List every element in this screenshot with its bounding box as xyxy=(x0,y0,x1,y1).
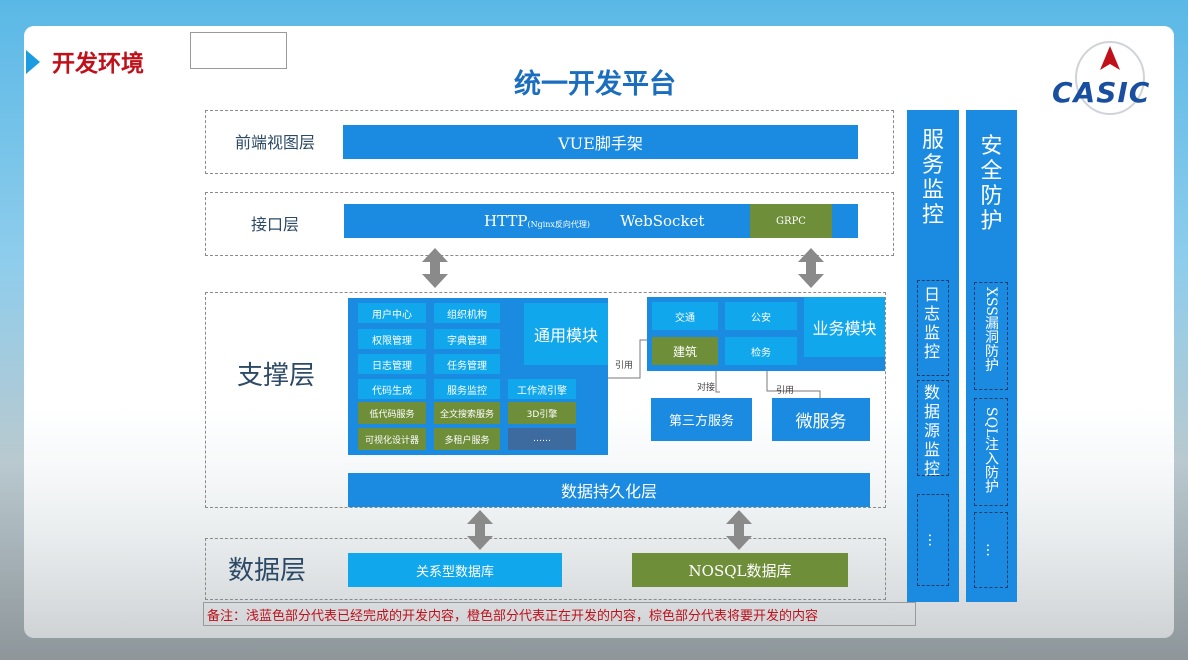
business-module-title: 业务模块 xyxy=(804,297,885,357)
relational-db-box: 关系型数据库 xyxy=(348,553,562,587)
service-monitor-item: … xyxy=(917,494,949,586)
main-title: 统一开发平台 xyxy=(514,69,676,100)
module-item-green: 3D引擎 xyxy=(508,402,576,424)
module-item: 日志管理 xyxy=(358,354,426,374)
http-label: HTTP xyxy=(484,212,528,230)
service-monitor-item-text: 数据源监控 xyxy=(924,383,941,478)
security-item-text: XSS漏洞防护 xyxy=(983,287,999,372)
module-item: 工作流引擎 xyxy=(508,379,576,399)
business-item: 检务 xyxy=(725,337,797,365)
security-item-text: SQL注入防护 xyxy=(983,407,999,494)
interface-layer-box xyxy=(205,192,894,256)
data-layer-box xyxy=(205,538,886,600)
module-item: 字典管理 xyxy=(434,329,500,349)
data-layer-label: 数据层 xyxy=(227,555,306,586)
module-item-green: 可视化设计器 xyxy=(358,428,426,450)
grpc-box: GRPC xyxy=(750,204,832,238)
service-monitor-item-text: 日志监控 xyxy=(924,285,941,361)
module-item: 服务监控 xyxy=(434,379,500,399)
service-monitor-item: 日志监控 xyxy=(917,280,949,376)
service-monitor-title-text: 服务监控 xyxy=(921,128,944,228)
security-item: SQL注入防护 xyxy=(974,398,1008,506)
support-layer-label: 支撑层 xyxy=(236,360,315,391)
support-layer-box xyxy=(205,292,886,508)
module-item: 组织机构 xyxy=(434,303,500,323)
interface-layer-label: 接口层 xyxy=(250,215,299,234)
section-title: 开发环境 xyxy=(52,51,144,77)
service-monitor-column xyxy=(907,110,959,602)
business-item: 交通 xyxy=(652,302,718,330)
micro-service-box: 微服务 xyxy=(772,398,870,441)
third-party-service-box: 第三方服务 xyxy=(651,398,752,441)
module-item: 权限管理 xyxy=(358,329,426,349)
security-title-text: 安全防护 xyxy=(980,134,1003,234)
nginx-label: (Nginx反向代理) xyxy=(527,219,591,229)
module-item-more: …… xyxy=(508,428,576,450)
service-monitor-item: 数据源监控 xyxy=(917,380,949,478)
vue-scaffold-bar: VUE脚手架 xyxy=(343,125,858,159)
logo-text: CASIC xyxy=(1052,76,1151,109)
persistence-layer-bar: 数据持久化层 xyxy=(348,473,870,507)
module-item-green: 多租户服务 xyxy=(434,428,500,450)
business-item: 公安 xyxy=(725,302,797,330)
websocket-label: WebSocket xyxy=(620,212,705,230)
security-item: … xyxy=(974,512,1008,588)
module-item: 代码生成 xyxy=(358,379,426,399)
frontend-layer-box xyxy=(205,110,894,174)
module-item: 用户中心 xyxy=(358,303,426,323)
common-module-title: 通用模块 xyxy=(524,303,608,365)
connector-label: 引用 xyxy=(615,361,634,371)
blank-text-box[interactable] xyxy=(190,32,287,69)
security-title: 安全防护 xyxy=(966,134,1017,234)
security-item: XSS漏洞防护 xyxy=(974,282,1008,390)
business-item-green: 建筑 xyxy=(652,337,718,365)
connector-label: 引用 xyxy=(776,386,795,396)
module-item-green: 低代码服务 xyxy=(358,402,426,424)
service-monitor-title: 服务监控 xyxy=(907,128,959,228)
module-item-green: 全文搜索服务 xyxy=(434,402,500,424)
nosql-db-box: NOSQL数据库 xyxy=(632,553,848,587)
legend-note: 备注：浅蓝色部分代表已经完成的开发内容，橙色部分代表正在开发的内容，棕色部分代表… xyxy=(203,602,916,626)
connector-label: 对接 xyxy=(697,383,716,393)
module-item: 任务管理 xyxy=(434,354,500,374)
frontend-layer-label: 前端视图层 xyxy=(234,133,315,152)
